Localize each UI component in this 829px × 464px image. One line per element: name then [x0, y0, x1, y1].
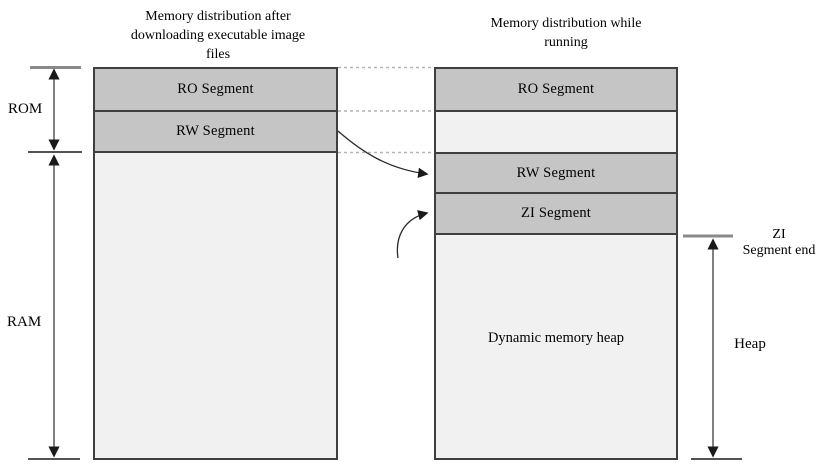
rw-relocation-arrow — [337, 130, 429, 179]
rom-extent-bracket — [28, 66, 82, 153]
zi-relocation-arrow — [396, 210, 429, 259]
right-zi-segment-label: ZI Segment — [520, 205, 592, 221]
dashed-alignment-lines — [338, 66, 434, 154]
right-ro-segment: RO Segment — [434, 67, 678, 112]
left-ro-segment-label: RO Segment — [177, 81, 254, 97]
ram-extent-bracket — [28, 154, 80, 460]
right-rw-segment-label: RW Segment — [516, 164, 596, 181]
rom-label: ROM — [8, 101, 43, 117]
heap-extent-bracket — [683, 234, 742, 460]
right-ro-segment-label: RO Segment — [517, 81, 595, 97]
left-column-title: Memory distribution after downloading ex… — [130, 9, 306, 63]
left-rw-segment-label: RW Segment — [176, 123, 255, 139]
right-zi-segment: ZI Segment — [434, 192, 678, 235]
dynamic-memory-heap-label: Dynamic memory heap — [487, 330, 625, 346]
zi-segment-end-line2: Segment end — [742, 243, 816, 259]
zi-segment-end-label: ZI Segment end — [729, 227, 829, 259]
right-memory-column — [434, 67, 678, 460]
left-rw-segment: RW Segment — [93, 110, 338, 153]
heap-label: Heap — [734, 336, 766, 352]
zi-segment-end-line1: ZI — [772, 227, 786, 242]
relocation-arrows — [337, 130, 429, 259]
right-column-title: Memory distribution while running — [490, 16, 642, 51]
ram-label: RAM — [7, 314, 42, 330]
